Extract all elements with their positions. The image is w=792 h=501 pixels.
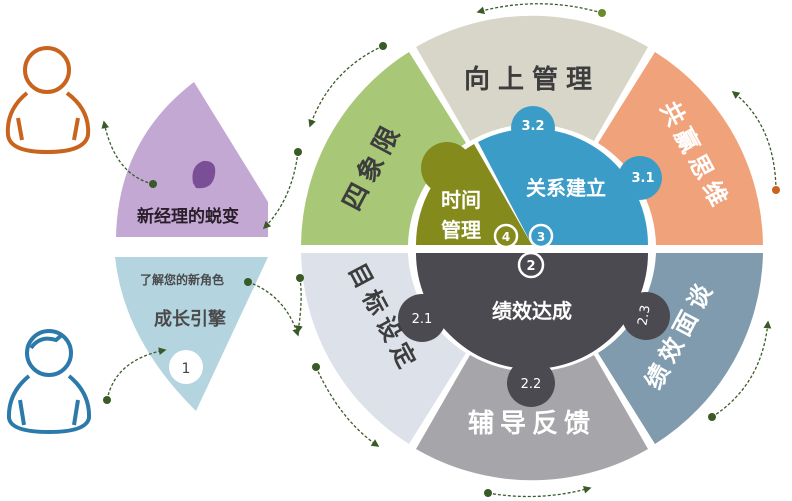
sub-2-3: 2.3 (635, 304, 653, 327)
performance-label: 绩效达成 (492, 299, 572, 323)
sub-2-1: 2.1 (412, 312, 433, 327)
segment-manage-up (416, 15, 648, 141)
arrow-dots (103, 42, 716, 497)
performance-bump-2-1 (398, 294, 446, 342)
relationship-bump-3-2 (511, 106, 555, 150)
badge-1-label: 1 (182, 361, 191, 377)
performance-bump-2-2 (507, 359, 555, 407)
badge-4 (493, 223, 519, 249)
time-management-bump (421, 142, 473, 194)
flow-arrows (101, 3, 777, 498)
sub-3-1: 3.1 (631, 171, 654, 186)
transform-title: 新经理的蜕变 (137, 206, 239, 227)
sub-3-2: 3.2 (521, 119, 544, 134)
relationship-label: 关系建立 (526, 176, 606, 200)
badge-3 (528, 223, 554, 249)
growth-title: 成长引擎 (154, 308, 226, 330)
role-subtitle: 了解您的新角色 (140, 272, 224, 287)
badge-4-label: 4 (502, 230, 510, 244)
badge-2 (517, 251, 545, 279)
coaching-feedback-label: 辅导反馈 (468, 409, 596, 439)
segment-performance-talk (598, 253, 763, 444)
employee-person-icon-blue (6, 329, 92, 435)
manager-person-icon-orange (5, 46, 91, 155)
badge-1-circle (169, 350, 203, 384)
hub-performance (416, 253, 648, 369)
segment-four-quadrants (301, 52, 466, 245)
manage-up-label: 向上管理 (464, 64, 600, 95)
segment-goal-setting (301, 253, 466, 444)
sub-2-2: 2.2 (521, 377, 542, 392)
transform-wedge (116, 82, 268, 237)
hub-relationship (478, 128, 649, 245)
segment-coaching-feedback (416, 355, 648, 481)
segment-win-win (598, 52, 763, 245)
time-mgmt-line2: 管理 (441, 218, 481, 242)
badge-3-label: 3 (537, 230, 545, 244)
drop-icon (192, 160, 216, 189)
relationship-bump-3-1 (618, 156, 662, 200)
growth-wedge (115, 257, 268, 411)
badge-2-label: 2 (526, 259, 535, 274)
performance-bump-2-3 (622, 292, 670, 340)
time-mgmt-line1: 时间 (441, 188, 481, 212)
